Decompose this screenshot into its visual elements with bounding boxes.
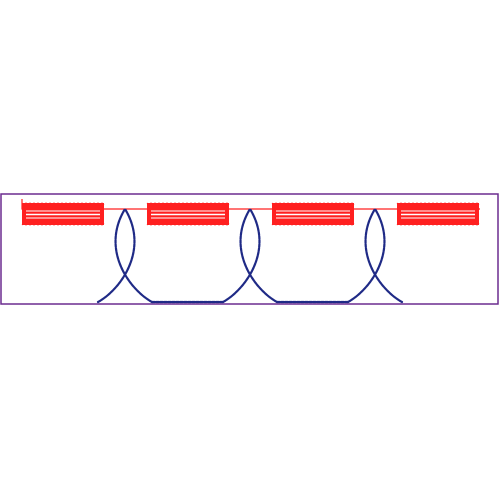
satin-top-edge [146,202,230,206]
loop-1-left-arc [96,207,136,304]
red-satin-blocks [21,202,480,226]
satin-top-edge [396,202,480,206]
loop-3-left-arc [346,207,386,304]
satin-block-3 [271,202,355,226]
satin-block-2 [146,202,230,226]
loop-1-right-arc [114,207,154,304]
satin-bottom-edge [21,222,105,226]
satin-top-edge [21,202,105,206]
loop-2-right-arc [239,207,279,304]
satin-bottom-edge [146,222,230,226]
satin-bottom-edge [271,222,355,226]
design-boundary-frame [0,193,499,305]
satin-bottom-edge [396,222,480,226]
satin-block-4 [396,202,480,226]
satin-block-1 [21,202,105,226]
loop-2-left-arc [221,207,261,304]
blue-loop-stitches [96,207,404,304]
satin-top-edge [271,202,355,206]
loop-3-right-arc [364,207,404,304]
